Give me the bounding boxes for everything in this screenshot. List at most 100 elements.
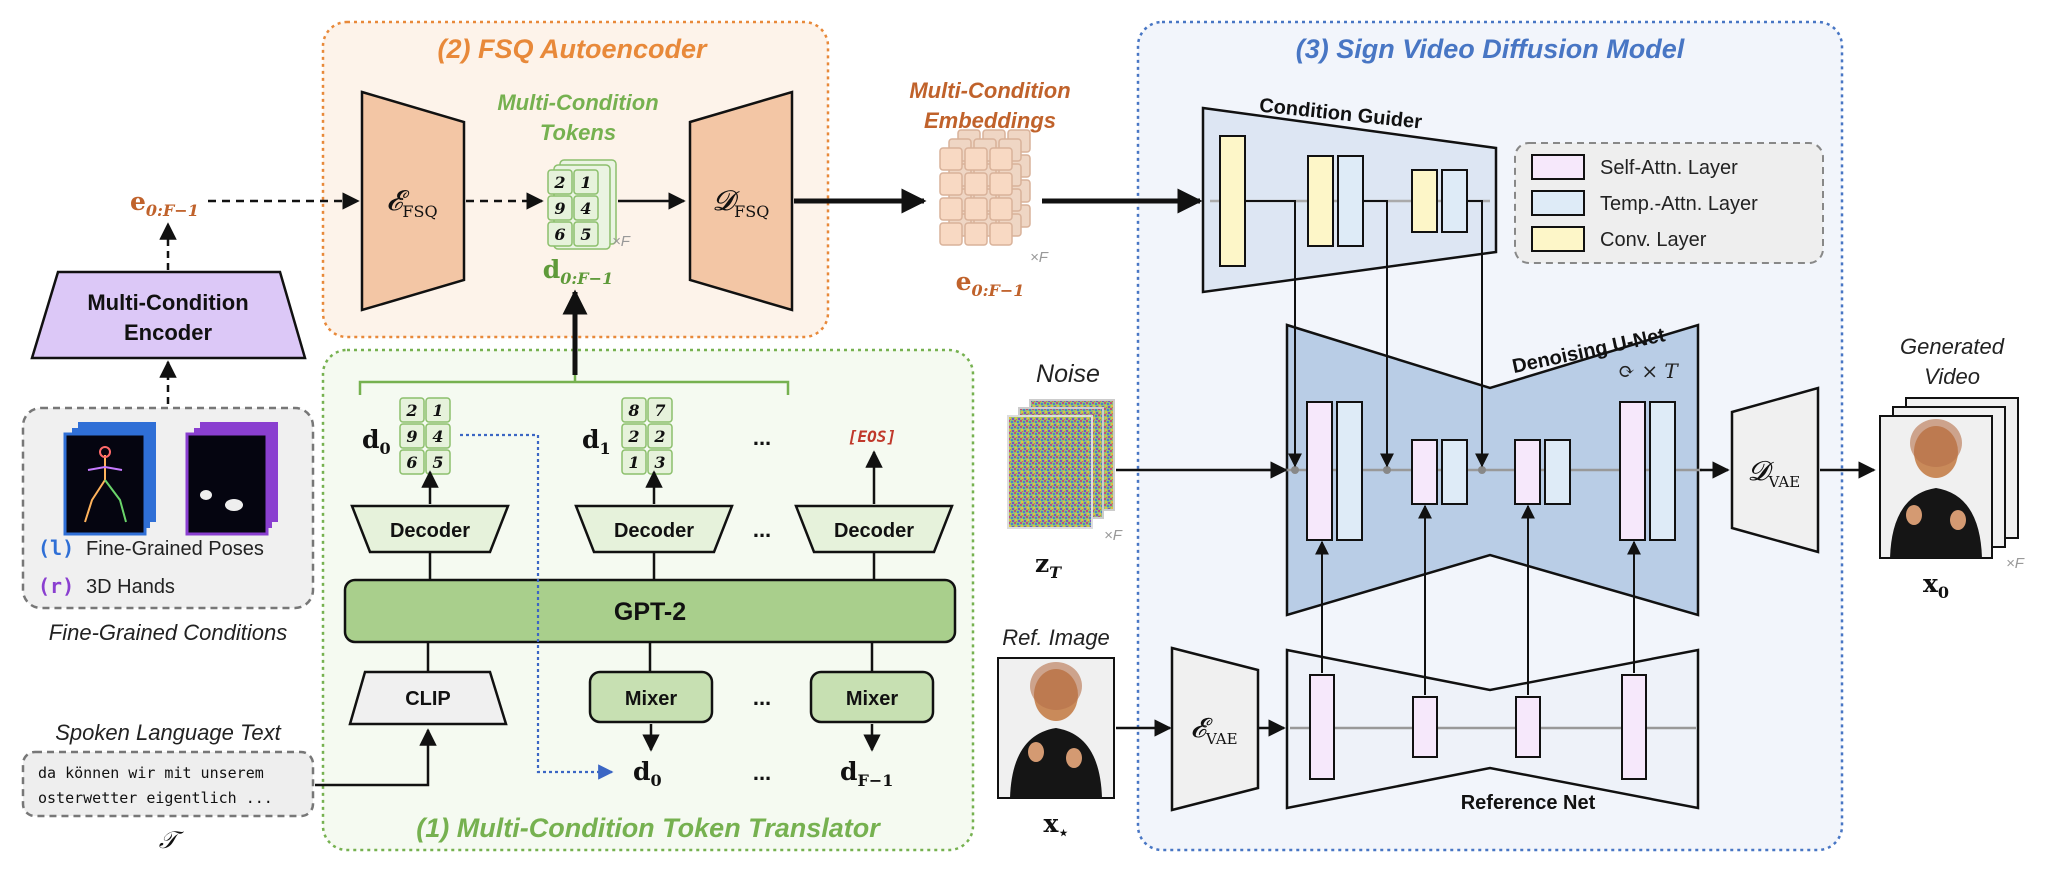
embeddings-out: e0:F−1 [956,267,1025,300]
d0-token-cell [399,423,425,449]
mixer-block-2 [809,670,935,724]
fsq-token-cell [573,195,599,221]
fsq-token-cell-value: 4 [580,199,591,218]
generated-times-f: ×F [2006,555,2025,572]
embedding-cell [989,172,1013,196]
noise-frames-image [1007,399,1115,529]
d0-token-cell [399,397,425,423]
ellipsis-mixer: ... [753,685,771,710]
decoder-block-1: Decoder [350,504,510,554]
d0-token-cell-value: 6 [406,453,417,472]
fsq-token-cell [547,195,573,221]
tokens-label-line1: Multi-Condition [497,90,658,115]
embeddings-times-f: ×F [1030,249,1049,266]
embedding-cell [964,222,988,246]
ellipsis-inputs: ... [753,760,771,785]
fsq-decoder-block [688,90,794,312]
tokens-label-line2: Tokens [540,120,616,145]
encoder-output-symbol: e0:F−1 [130,187,199,220]
d1-token-cell-value: 7 [654,401,665,420]
d0-token-cell [399,449,425,475]
embedding-cell [989,222,1013,246]
d0-token-cell-value: 1 [432,401,443,420]
clip-label: CLIP [405,688,451,710]
mixer-label-2: Mixer [846,688,898,710]
embedding-cell [939,147,963,171]
ref-image-label: Ref. Image [1002,625,1110,650]
d0-label: d0 [362,425,391,458]
spoken-caption: Spoken Language Text [55,720,281,745]
mixer-block-1 [588,670,714,724]
mixer-label-1: Mixer [625,688,677,710]
embeddings-label-line2: Embeddings [924,108,1056,133]
hands-label: 3D Hands [86,576,175,598]
d1-token-cell [621,449,647,475]
conditions-caption: Fine-Grained Conditions [49,620,287,645]
d1-token-cell [647,423,673,449]
eos-token: [EOS] [848,427,896,446]
decoder-block-3: Decoder [794,504,954,554]
spoken-text-box [21,750,315,818]
legend-label: Self-Attn. Layer [1600,157,1738,179]
fsq-token-cell-value: 5 [580,225,591,244]
vae-decoder-block [1730,386,1820,554]
clip-block [348,670,508,726]
embedding-cell [939,197,963,221]
d1-token-cell-value: 3 [654,453,665,472]
pose-label: Fine-Grained Poses [86,538,264,560]
translator-title: (1) Multi-Condition Token Translator [416,813,881,843]
embedding-cell [989,197,1013,221]
pose-frames-image [63,422,156,536]
d1-token-cell [621,423,647,449]
embedding-cell [964,147,988,171]
fsq-token-cell [547,169,573,195]
fsq-token-cell-value: 2 [553,173,565,192]
spoken-line1: da können wir mit unserem [38,764,264,782]
noise-label: Noise [1036,360,1100,388]
noise-times-f: ×F [1104,527,1123,544]
generated-video-frames [1879,397,2019,559]
multi-condition-encoder-block [30,270,307,360]
svg-text:Decoder: Decoder [390,520,470,542]
fsq-token-cell [547,221,573,247]
embeddings-label-line1: Multi-Condition [909,78,1070,103]
tokens-brace [358,375,790,395]
d1-token-cell [647,397,673,423]
legend-swatch [1531,226,1585,252]
legend-swatch [1531,190,1585,216]
legend-label: Temp.-Attn. Layer [1600,193,1758,215]
d1-label: d1 [582,425,611,458]
spoken-symbol: 𝒯 [159,826,185,854]
embedding-cell [964,172,988,196]
d1-token-cell-value: 8 [627,401,639,420]
fsq-token-out: d0:F−1 [543,255,613,288]
spoken-line2: osterwetter eigentlich ... [38,789,273,807]
reference-image [997,657,1115,799]
gpt2-label: GPT-2 [614,598,686,626]
legend-label: Conv. Layer [1600,229,1707,251]
diffusion-title: (3) Sign Video Diffusion Model [1296,34,1685,64]
ref-symbol: x⋆ [1044,809,1069,842]
generated-label-line2: Video [1924,364,1980,389]
hands-tag: (r) [38,574,74,598]
svg-text:Decoder: Decoder [834,520,914,542]
pose-tag: (l) [38,536,74,560]
embedding-cell [964,197,988,221]
d0-token-cell-value: 5 [432,453,443,472]
unet-loop: ⟳ × T [1618,359,1679,383]
d1-token-cell-value: 1 [628,453,639,472]
d1-token-cell-value: 2 [653,427,665,446]
fsq-token-cell-value: 9 [554,199,565,218]
embeddings-cube [939,129,1031,246]
d0-token-cell-value: 2 [405,401,417,420]
d1-token-cell [621,397,647,423]
hands-frames-image [185,422,278,536]
encoder-label-line2: Encoder [124,320,212,345]
feedback-d0-dotted-arrow [460,433,614,780]
ellipsis-decoder: ... [753,517,771,542]
vae-encoder-block [1170,646,1260,812]
decoder-block-2: Decoder [574,504,734,554]
d0-token-cell [425,397,451,423]
